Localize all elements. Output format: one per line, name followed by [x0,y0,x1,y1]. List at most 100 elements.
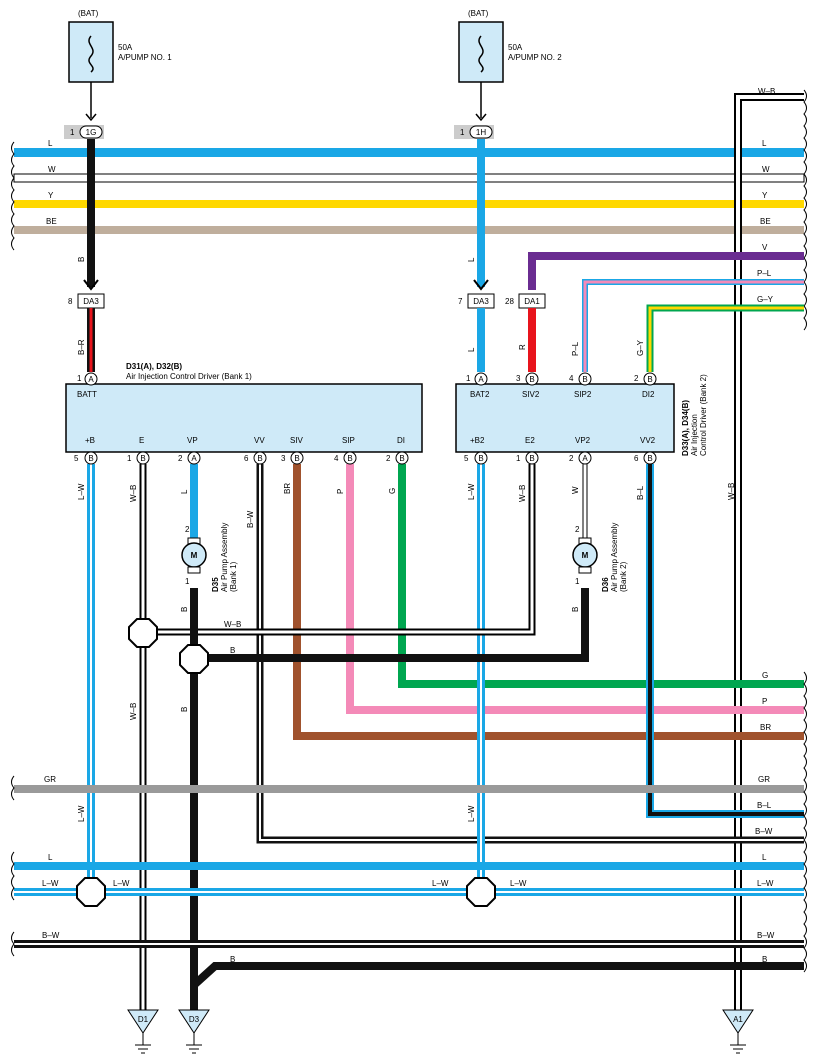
svg-text:3: 3 [281,454,286,463]
junction-b [179,644,209,674]
svg-text:VV: VV [254,436,265,445]
fuse-2-source: (BAT) [468,9,489,18]
bus-wire-l-bottom [14,862,804,870]
drop-1-arrow-icon [83,279,99,291]
svg-text:4: 4 [569,374,574,383]
fuse-1-source: (BAT) [78,9,99,18]
ecu-bank-2: D33(A), D34(B) Air Injection Control Dri… [455,374,708,456]
svg-text:B–W: B–W [42,931,60,940]
wire-br-siv: BR BR [283,464,804,740]
svg-text:R: R [518,344,527,350]
ecu-1-body [65,383,423,453]
drop-2-arrow-icon [473,279,489,291]
svg-text:B: B [77,257,86,262]
wire-wb-e: W–B W–B [129,464,147,1010]
svg-text:B: B [762,955,767,964]
wire-pl: P–L P–L [571,269,804,372]
svg-text:SIV2: SIV2 [522,390,540,399]
motor-d35: 2 M 1 D35 Air Pump Assembly (Bank 1) [181,523,238,592]
fuse-2-arrow-icon [475,113,487,122]
svg-text:L–W: L–W [42,879,59,888]
svg-text:L: L [180,489,189,494]
svg-text:Y: Y [48,191,54,200]
svg-text:P–L: P–L [757,269,772,278]
wire-l-vp: L [180,464,198,538]
svg-text:2: 2 [178,454,183,463]
svg-text:A: A [88,375,94,384]
motor-2-bank: (Bank 2) [619,561,628,592]
connector-da1: 28 DA1 [505,293,546,309]
svg-text:V: V [762,243,768,252]
svg-text:B: B [180,707,189,712]
wire-lw-plusb: L–W L–W [77,464,95,880]
svg-text:DA3: DA3 [473,297,489,306]
svg-text:DI2: DI2 [642,390,655,399]
svg-text:B: B [294,454,299,463]
svg-text:E: E [139,436,144,445]
bus-wire-l [14,148,804,157]
wire-br-batt: B–R [77,308,95,372]
svg-text:6: 6 [244,454,249,463]
ecu-2-title: D33(A), D34(B) [681,400,690,456]
svg-text:DI: DI [397,436,405,445]
wire-gy: G–Y G–Y [636,295,804,372]
bus-wires-top: L L W W Y Y BE BE [11,89,807,331]
ecu-2-subtitle-2: Control Driver (Bank 2) [699,374,708,456]
wire-w-vp2: W [571,464,588,538]
bus-wires-bottom: GR GR L L L–W L–W L–W L–W L–W B–W B–W B … [11,671,807,988]
svg-text:A: A [582,454,588,463]
svg-text:L: L [762,139,767,148]
svg-text:1: 1 [466,374,471,383]
svg-text:B: B [647,375,652,384]
svg-text:L: L [467,257,476,262]
motor-1-id: D35 [211,577,220,592]
connector-da3-right: 7 DA3 [458,293,495,309]
junction-lw-right [466,877,496,907]
wire-b-drop-1: B [77,139,99,291]
svg-text:VV2: VV2 [640,436,656,445]
break-mark-left-icon [11,141,15,251]
break-mark-bottom-left-icon [11,775,15,957]
wire-bl-vv2: B–L B–L [636,464,804,818]
svg-text:G–Y: G–Y [757,295,774,304]
svg-text:1: 1 [77,374,82,383]
svg-text:B–L: B–L [757,801,772,810]
svg-text:28: 28 [505,297,514,306]
ecu-1-pin-batt [84,372,98,386]
wire-l-bat2: L [467,308,485,372]
ground-d3-icon [178,1009,210,1034]
svg-text:G: G [388,488,397,494]
fuse-1-connector-id: 1G [86,128,97,137]
svg-text:B–W: B–W [246,510,255,528]
svg-text:W–B: W–B [129,485,138,502]
break-mark-bottom-right-icon [803,671,807,973]
svg-text:L: L [467,347,476,352]
svg-text:BE: BE [760,217,771,226]
ecu-2-bottom-pins: +B2 5 B E2 1 B VP2 2 A VV2 6 B [464,436,657,465]
svg-text:B: B [529,454,534,463]
svg-text:BE: BE [46,217,57,226]
svg-text:BR: BR [760,723,771,732]
svg-text:P: P [336,489,345,494]
svg-text:W: W [571,486,580,494]
svg-text:W–B: W–B [224,620,241,629]
svg-text:B: B [140,454,145,463]
svg-text:BR: BR [283,483,292,494]
fuse-2-connector [469,125,493,139]
svg-text:3: 3 [516,374,521,383]
svg-text:L: L [762,853,767,862]
svg-text:B–W: B–W [755,827,773,836]
svg-text:B–W: B–W [757,931,775,940]
svg-text:A: A [478,375,484,384]
svg-text:M: M [582,551,589,560]
svg-text:B: B [529,375,534,384]
svg-text:B: B [88,454,93,463]
fuse-1: (BAT) 50A A/PUMP NO. 1 1 1G [64,9,172,139]
fuse-1-symbol-icon [88,35,94,73]
wire-l-drop-2: L [467,139,489,291]
svg-text:5: 5 [464,454,469,463]
svg-text:VP: VP [187,436,198,445]
ground-a1: A1 [722,1009,754,1054]
motor-d36: 2 M 1 D36 Air Pump Assembly (Bank 2) [572,523,628,592]
